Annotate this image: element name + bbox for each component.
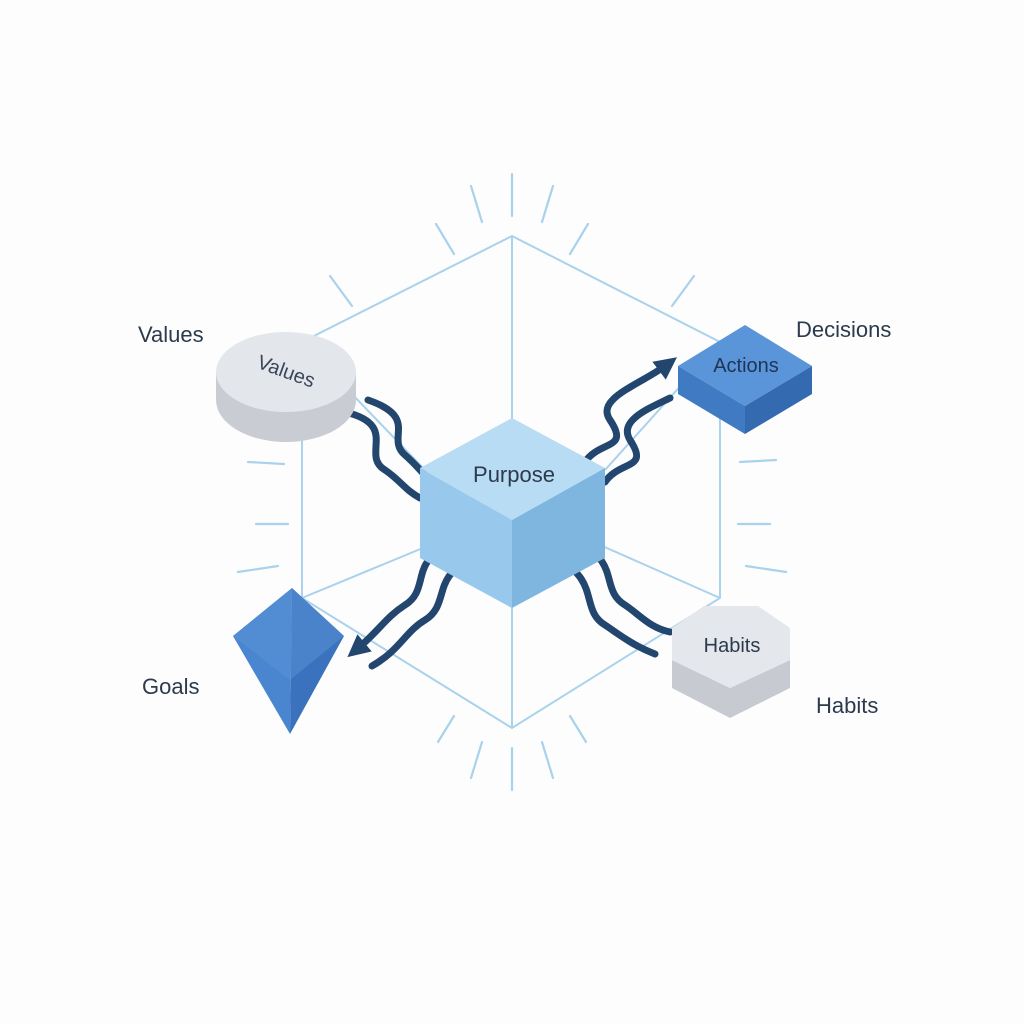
decisions-outer-label: Decisions — [796, 317, 891, 342]
cube-right-face — [512, 468, 605, 608]
radiating-rays — [236, 172, 788, 792]
habits-top-face — [672, 606, 790, 688]
purpose-cube: Purpose — [420, 418, 605, 608]
actions-left-face — [678, 366, 745, 434]
habits-outer-label: Habits — [816, 693, 878, 718]
values-outer-label: Values — [138, 322, 204, 347]
habits-node: Habits — [672, 606, 790, 718]
actions-top-face — [678, 325, 812, 406]
goals-outer-label: Goals — [142, 674, 199, 699]
connector-actions-arrow — [581, 357, 677, 466]
connector-values — [341, 408, 424, 502]
connector-actions-parallel — [601, 394, 674, 486]
values-node: Values — [216, 332, 356, 442]
actions-block-label: Actions — [713, 355, 779, 377]
goals-node — [233, 588, 344, 734]
cube-top-face — [420, 418, 605, 520]
cube-left-face — [420, 468, 512, 608]
actions-right-face — [745, 366, 812, 434]
goals-front-face — [233, 588, 344, 680]
connector-habits-parallel — [554, 556, 659, 658]
habits-block-label: Habits — [704, 635, 761, 657]
habits-side — [672, 660, 790, 718]
connector-goals-parallel — [368, 558, 474, 670]
values-disc-top — [216, 332, 356, 412]
actions-node: Actions — [678, 325, 812, 434]
purpose-label: Purpose — [473, 462, 555, 487]
